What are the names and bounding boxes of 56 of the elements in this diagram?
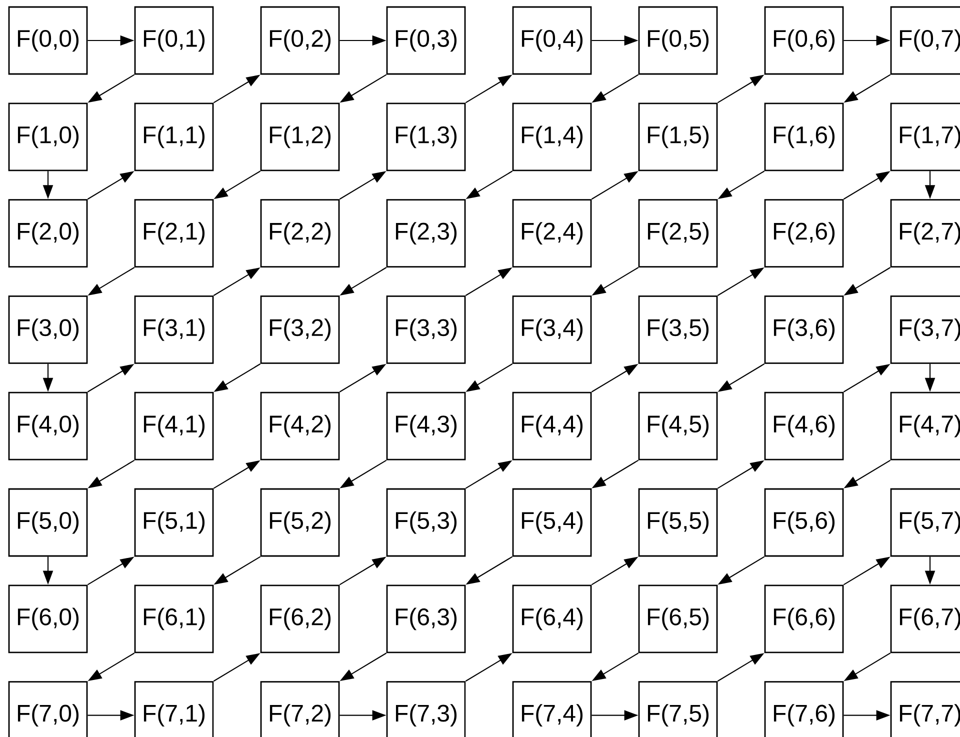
grid-box: F(7,4): [512, 681, 592, 737]
grid-box: F(2,3): [386, 199, 466, 268]
grid-box: F(6,6): [764, 584, 844, 654]
grid-box: F(6,1): [134, 584, 214, 654]
grid-box: F(1,5): [638, 102, 718, 172]
grid-box: F(4,0): [8, 392, 88, 460]
grid-box: F(5,3): [386, 488, 466, 557]
grid-box: F(4,2): [260, 392, 340, 460]
grid-box: F(1,4): [512, 102, 592, 172]
grid-box: F(4,1): [134, 392, 214, 460]
grid-box: F(6,5): [638, 584, 718, 654]
grid-box: F(3,3): [386, 296, 466, 364]
grid-box: F(6,3): [386, 584, 466, 654]
grid-box: F(1,6): [764, 102, 844, 172]
grid-box: F(5,1): [134, 488, 214, 557]
grid-box: F(6,0): [8, 584, 88, 654]
grid-box: F(3,5): [638, 296, 718, 364]
grid-box: F(3,6): [764, 296, 844, 364]
grid-box: F(2,2): [260, 199, 340, 268]
grid-box: F(3,1): [134, 296, 214, 364]
grid-box: F(2,1): [134, 199, 214, 268]
grid-box: F(0,3): [386, 6, 466, 75]
grid-box: F(7,2): [260, 681, 340, 737]
grid-box: F(5,2): [260, 488, 340, 557]
grid-box: F(5,6): [764, 488, 844, 557]
grid-box: F(7,1): [134, 681, 214, 737]
grid-box: F(0,0): [8, 6, 88, 75]
grid-box: F(3,4): [512, 296, 592, 364]
grid-box: F(7,6): [764, 681, 844, 737]
grid-box: F(1,0): [8, 102, 88, 172]
grid-box: F(5,0): [8, 488, 88, 557]
grid-box: F(7,0): [8, 681, 88, 737]
grid-box: F(1,2): [260, 102, 340, 172]
grid-box: F(6,2): [260, 584, 340, 654]
grid-box: F(2,6): [764, 199, 844, 268]
grid-box: F(0,2): [260, 6, 340, 75]
grid-box: F(0,6): [764, 6, 844, 75]
grid-box: F(2,0): [8, 199, 88, 268]
grid-box: F(4,6): [764, 392, 844, 460]
grid-box: F(4,5): [638, 392, 718, 460]
grid-box: F(2,5): [638, 199, 718, 268]
grid-box: F(5,5): [638, 488, 718, 557]
grid-box: F(3,2): [260, 296, 340, 364]
grid-box: F(0,1): [134, 6, 214, 75]
grid-box: F(5,4): [512, 488, 592, 557]
grid-box: F(7,5): [638, 681, 718, 737]
grid-box: F(0,5): [638, 6, 718, 75]
grid-box: F(4,3): [386, 392, 466, 460]
grid-box: F(7,3): [386, 681, 466, 737]
grid-box: F(1,3): [386, 102, 466, 172]
grid-box: F(1,1): [134, 102, 214, 172]
grid-box: F(2,4): [512, 199, 592, 268]
grid-box: F(0,4): [512, 6, 592, 75]
grid-box: F(4,4): [512, 392, 592, 460]
grid-box: F(3,0): [8, 296, 88, 364]
grid-box: F(6,4): [512, 584, 592, 654]
